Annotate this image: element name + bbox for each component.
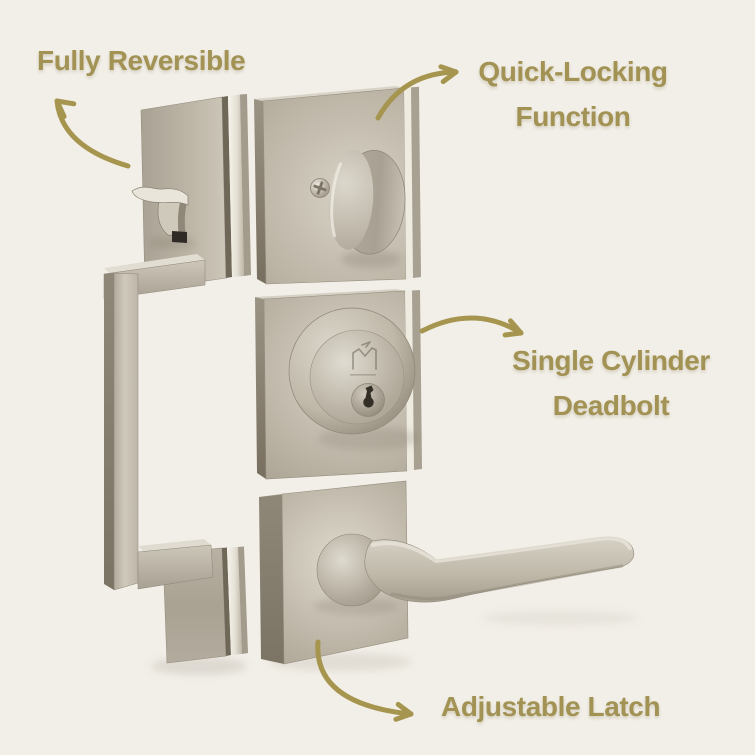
curved-arrow-fully-reversible [54, 98, 131, 169]
thumb-latch [131, 186, 196, 249]
grip-handle [103, 254, 214, 591]
curved-arrow-adjustable-latch [315, 639, 414, 722]
label-adjustable-latch: Adjustable Latch [441, 691, 661, 722]
label-quick-locking-line1: Quick-Locking [478, 56, 668, 87]
brand-logo [352, 341, 377, 370]
single-cylinder-deadbolt [255, 289, 422, 480]
keyhole [351, 383, 385, 417]
handleset-exterior-grip [103, 94, 251, 664]
deadbolt-thumbturn-plate [254, 86, 421, 285]
label-single-cylinder-line2: Deadbolt [552, 390, 670, 421]
thumbturn-knob [328, 149, 406, 255]
latch-slot [172, 231, 187, 243]
door-lever [316, 533, 635, 607]
deadbolt-cylinder [288, 307, 416, 435]
label-single-cylinder: Single Cylinder Deadbolt [486, 338, 736, 428]
door-lever-with-rosette [259, 480, 635, 665]
curved-arrow-quick-locking [375, 64, 459, 121]
label-single-cylinder-line1: Single Cylinder [512, 345, 710, 376]
curved-arrow-single-cylinder [419, 315, 524, 338]
mounting-screw [310, 178, 330, 198]
label-fully-reversible: Fully Reversible [37, 45, 246, 76]
label-quick-locking: Quick-Locking Function [448, 49, 698, 139]
label-quick-locking-line2: Function [515, 101, 631, 132]
